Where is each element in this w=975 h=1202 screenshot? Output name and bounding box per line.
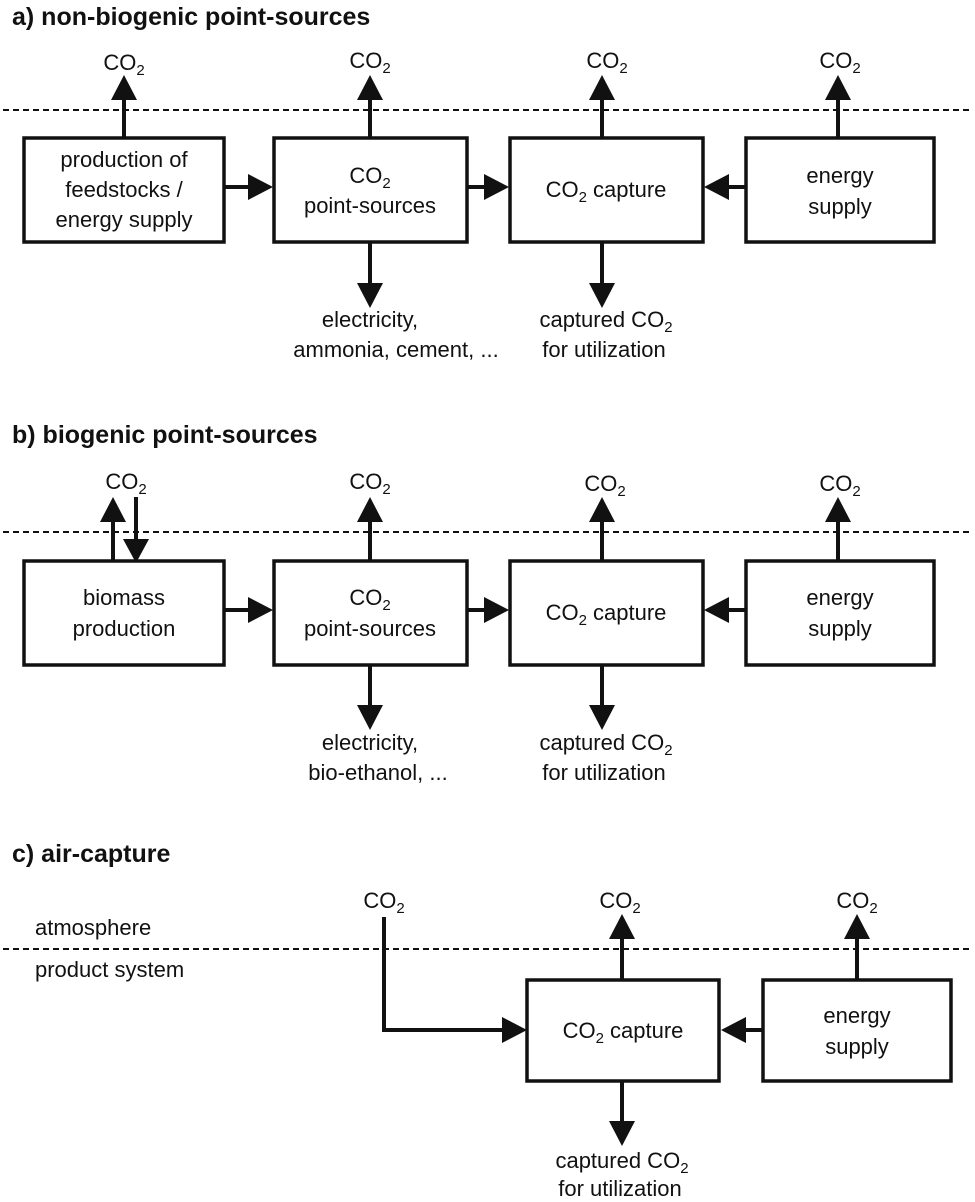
emission-arrow: [844, 914, 870, 980]
for-utilization-label: for utilization: [558, 1176, 682, 1201]
product-arrow: [357, 242, 383, 308]
flow-arrow: [224, 597, 273, 623]
energy-supply-box: [744, 559, 936, 667]
biomass-box-line-1: biomass: [83, 585, 165, 610]
co2-capture-box: [508, 559, 705, 667]
flow-arrow: [704, 174, 746, 200]
flow-arrow: [467, 597, 509, 623]
atmosphere-label: atmosphere: [35, 915, 151, 940]
panel-b: b) biogenic point-sources CO2 CO2 CO2 CO…: [3, 421, 972, 785]
point-sources-box: [272, 136, 469, 244]
panel-c-title: c) air-capture: [12, 840, 170, 868]
energy-box-line-2: supply: [825, 1034, 889, 1059]
captured-arrow: [589, 242, 615, 308]
panel-a-title: a) non-biogenic point-sources: [12, 3, 370, 31]
co2-emission-label: CO2: [105, 469, 146, 498]
energy-supply-box: [744, 136, 936, 244]
energy-box-line-1: energy: [806, 585, 873, 610]
co2-emission-label: CO2: [586, 48, 627, 77]
point-sources-box: [272, 559, 469, 667]
co2-capture-box: [508, 136, 705, 244]
air-intake-arrow: [382, 917, 527, 1043]
energy-box-line-2: supply: [808, 616, 872, 641]
uptake-arrow: [123, 497, 149, 563]
emission-arrow: [100, 497, 126, 561]
point-sources-box-line-2: point-sources: [304, 193, 436, 218]
energy-box-line-1: energy: [823, 1003, 890, 1028]
feedstock-box-line-3: energy supply: [56, 207, 193, 232]
co2-emission-label: CO2: [349, 48, 390, 77]
co2-emission-label: CO2: [584, 471, 625, 500]
products-line-2: bio-ethanol, ...: [308, 760, 447, 785]
co2-emission-label: CO2: [836, 888, 877, 917]
emission-arrow: [825, 75, 851, 138]
flow-arrow: [704, 597, 746, 623]
products-line-1: electricity,: [322, 307, 418, 332]
feedstock-box-line-1: production of: [60, 147, 188, 172]
co2-capture-box: [525, 978, 721, 1083]
co2-emission-label: CO2: [819, 48, 860, 77]
emission-arrow: [589, 75, 615, 138]
product-system-label: product system: [35, 957, 184, 982]
captured-co2-label: captured CO2: [555, 1148, 688, 1177]
feedstock-box-line-2: feedstocks /: [65, 177, 183, 202]
flow-arrow: [721, 1017, 763, 1043]
captured-co2-label: captured CO2: [539, 307, 672, 336]
emission-arrow: [609, 914, 635, 980]
point-sources-box-line-1: CO2: [349, 585, 390, 614]
energy-supply-box: [761, 978, 953, 1083]
co2-air-label: CO2: [363, 888, 404, 917]
for-utilization-label: for utilization: [542, 760, 666, 785]
products-line-1: electricity,: [322, 730, 418, 755]
products-line-2: ammonia, cement, ...: [293, 337, 498, 362]
captured-arrow: [609, 1081, 635, 1146]
energy-box-line-1: energy: [806, 163, 873, 188]
flow-arrow: [467, 174, 509, 200]
biomass-box-line-2: production: [73, 616, 176, 641]
co2-capture-box-label: CO2 capture: [546, 177, 667, 206]
co2-emission-label: CO2: [103, 50, 144, 79]
product-arrow: [357, 665, 383, 730]
emission-arrow: [589, 497, 615, 561]
panel-a: a) non-biogenic point-sources CO2 CO2 CO…: [3, 3, 972, 362]
captured-arrow: [589, 665, 615, 730]
emission-arrow: [825, 497, 851, 561]
captured-co2-label: captured CO2: [539, 730, 672, 759]
co2-capture-box-label: CO2 capture: [563, 1018, 684, 1047]
emission-arrow: [357, 497, 383, 561]
co2-emission-label: CO2: [819, 471, 860, 500]
co2-emission-label: CO2: [599, 888, 640, 917]
feedstock-production-box: [22, 136, 226, 244]
panel-c: c) air-capture atmosphere product system…: [3, 840, 972, 1201]
panel-b-title: b) biogenic point-sources: [12, 421, 318, 449]
emission-arrow: [357, 75, 383, 138]
energy-box-line-2: supply: [808, 194, 872, 219]
flow-arrow: [224, 174, 273, 200]
for-utilization-label: for utilization: [542, 337, 666, 362]
emission-arrow: [111, 75, 137, 138]
point-sources-box-line-2: point-sources: [304, 616, 436, 641]
co2-emission-label: CO2: [349, 469, 390, 498]
biomass-production-box: [22, 559, 226, 667]
co2-capture-box-label: CO2 capture: [546, 600, 667, 629]
point-sources-box-line-1: CO2: [349, 163, 390, 192]
